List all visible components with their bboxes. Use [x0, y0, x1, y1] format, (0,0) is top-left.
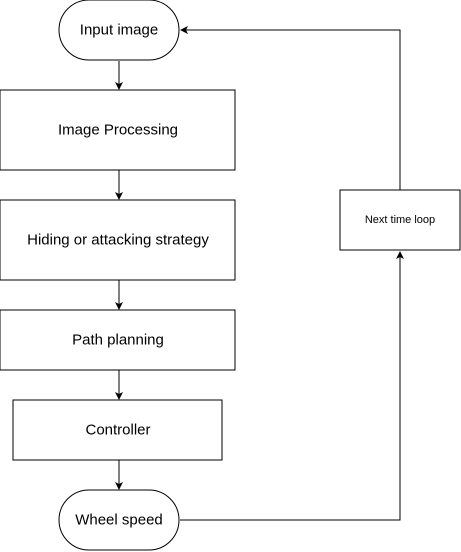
node-controller: Controller — [12, 399, 223, 461]
node-label: Controller — [85, 422, 150, 439]
edge-loop-to-input — [180, 26, 401, 190]
node-wheel-speed: Wheel speed — [58, 489, 180, 551]
edge-wheel-to-loop — [180, 251, 404, 521]
node-input-image: Input image — [58, 0, 180, 61]
node-label: Next time loop — [365, 214, 435, 226]
node-image-processing: Image Processing — [0, 89, 236, 171]
node-label: Path planning — [72, 332, 164, 349]
node-label: Hiding or attacking strategy — [27, 232, 209, 249]
node-label: Image Processing — [58, 122, 178, 139]
edges — [115, 26, 404, 521]
node-label: Input image — [80, 22, 158, 39]
node-label: Wheel speed — [75, 512, 163, 529]
node-strategy: Hiding or attacking strategy — [0, 199, 236, 281]
node-path-planning: Path planning — [0, 309, 236, 371]
node-next-time-loop: Next time loop — [339, 189, 461, 251]
